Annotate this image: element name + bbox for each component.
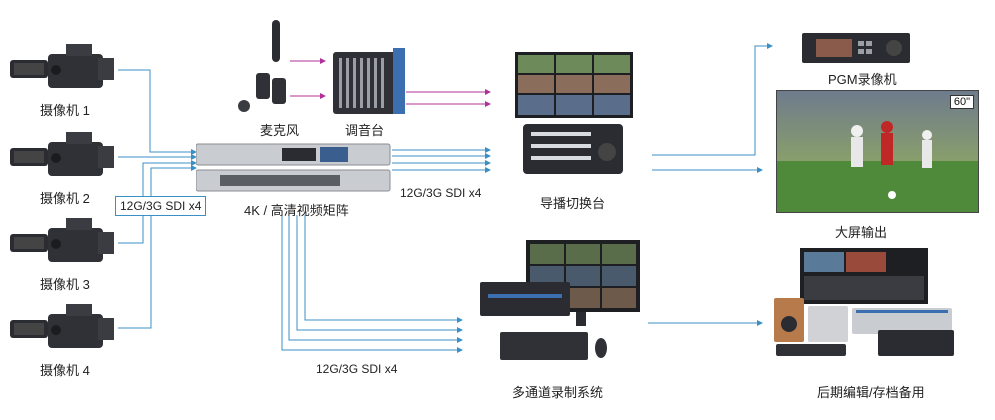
camera-1-label: 摄像机 1 (40, 103, 90, 118)
matrix-label: 4K / 高清视频矩阵 (244, 203, 349, 218)
pgm-recorder-label: PGM录像机 (828, 72, 897, 87)
camera-2-label: 摄像机 2 (40, 191, 90, 206)
post-production-system[interactable] (770, 246, 960, 366)
camera-2[interactable] (10, 128, 120, 188)
camera-3-label: 摄像机 3 (40, 277, 90, 292)
video-matrix-icon (195, 143, 391, 192)
recorder-workstation-icon (480, 240, 640, 360)
microphone-device[interactable] (232, 18, 292, 123)
camera-icon (10, 132, 114, 176)
microphone-icon (238, 20, 286, 112)
big-screen-label: 大屏输出 (835, 225, 888, 240)
multi-recorder-label: 多通道录制系统 (512, 385, 604, 400)
camera-link-label: 12G/3G SDI x4 (115, 196, 207, 216)
soccer-scene-image (777, 121, 978, 212)
camera-icon (10, 218, 114, 262)
pgm-recorder-device[interactable] (802, 33, 912, 70)
mixer-label: 调音台 (345, 123, 385, 138)
camera-icon (10, 304, 114, 348)
audio-mixer-device[interactable] (333, 48, 407, 123)
camera-3[interactable] (10, 214, 120, 274)
production-switcher-device[interactable] (515, 52, 635, 187)
switcher-label: 导播切换台 (540, 196, 606, 211)
camera-4[interactable] (10, 300, 120, 360)
recorder-icon (802, 33, 910, 63)
video-matrix-device[interactable] (195, 143, 392, 198)
switcher-link-label: 12G/3G SDI x4 (400, 186, 482, 200)
matrix-to-recorder-wires (281, 215, 463, 353)
post-production-label: 后期编辑/存档备用 (817, 385, 925, 400)
camera-icon (10, 44, 114, 88)
switcher-icon (515, 52, 633, 174)
audio-wires (290, 58, 491, 107)
camera-1[interactable] (10, 40, 120, 100)
multi-channel-recorder[interactable] (478, 238, 643, 373)
audio-mixer-icon (333, 48, 405, 114)
screen-size-badge: 60" (949, 95, 974, 109)
matrix-to-switcher-wires (392, 147, 491, 173)
recorder-link-label: 12G/3G SDI x4 (316, 362, 398, 376)
editing-workstation-icon (774, 248, 954, 356)
switcher-output-wires (648, 43, 773, 326)
camera-4-label: 摄像机 4 (40, 363, 90, 378)
big-screen-display[interactable]: 60" (776, 90, 979, 213)
microphone-label: 麦克风 (260, 123, 300, 138)
